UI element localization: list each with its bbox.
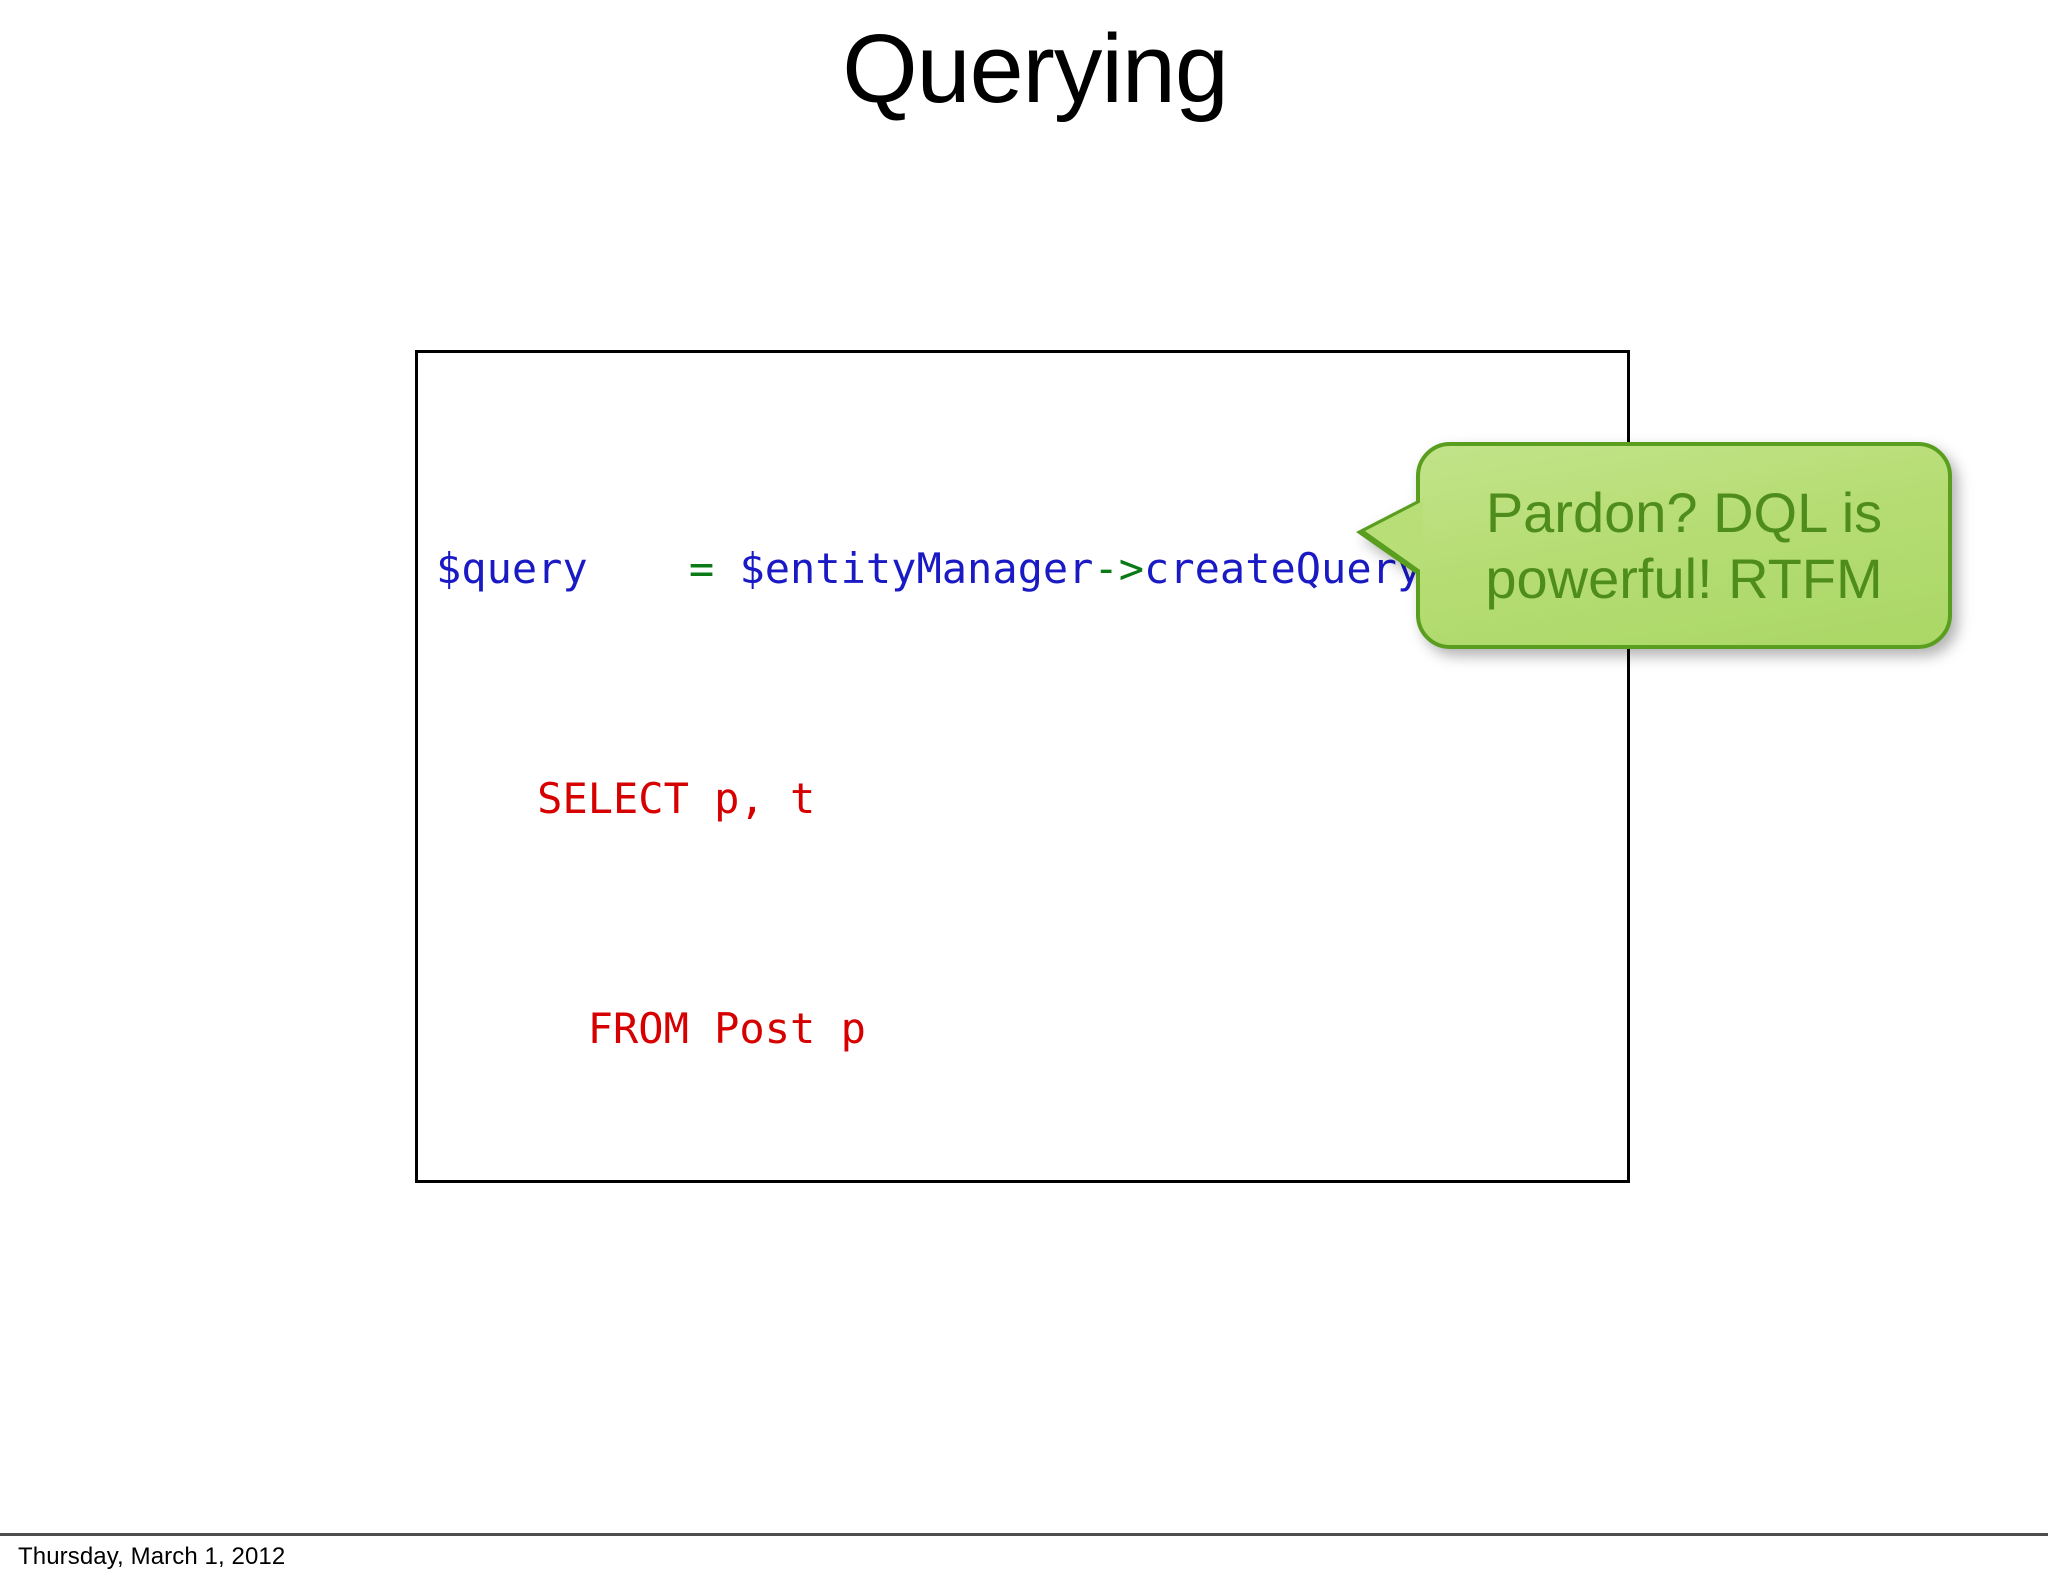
footer-divider: [0, 1533, 2048, 1536]
speech-bubble-body: Pardon? DQL is powerful! RTFM: [1416, 442, 1952, 649]
speech-bubble-callout: Pardon? DQL is powerful! RTFM: [1356, 442, 1952, 649]
code-line-2: SELECT p, t: [436, 770, 1473, 828]
code-line-1: $query = $entityManager->createQuery(': [436, 540, 1473, 598]
code-token-indent: [436, 774, 537, 823]
code-token-equals: =: [688, 543, 715, 593]
code-token-sql: FROM Post p: [587, 1003, 866, 1053]
code-token-arrow: ->: [1093, 543, 1145, 593]
page-title: Querying: [842, 14, 1229, 123]
code-listing: $query = $entityManager->createQuery(' S…: [436, 367, 1473, 1180]
speech-bubble-line-1: Pardon? DQL is: [1485, 480, 1883, 544]
code-token-variable: $query: [436, 543, 588, 593]
code-token-variable: $entityManager: [714, 543, 1094, 593]
code-token-indent: [436, 1004, 588, 1053]
code-line-3: FROM Post p: [436, 1000, 1473, 1058]
speech-bubble-line-2: powerful! RTFM: [1485, 546, 1883, 610]
code-token-space: [588, 544, 689, 593]
speech-bubble-tail-fill-icon: [1365, 501, 1423, 572]
code-token-sql: SELECT p, t: [537, 773, 816, 823]
footer-date: Thursday, March 1, 2012: [18, 1543, 286, 1570]
